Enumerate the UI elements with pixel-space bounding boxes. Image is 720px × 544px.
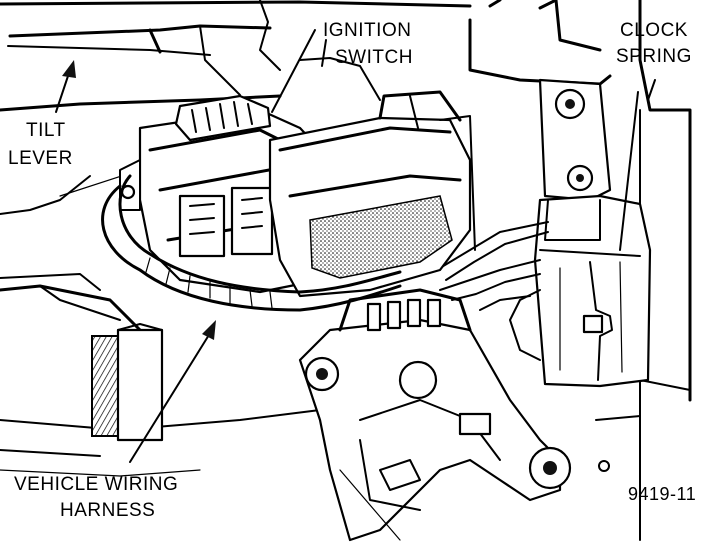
figure-number: 9419-11: [628, 484, 696, 504]
ignition-switch-leader-tick: [321, 39, 327, 67]
clock-spring-leader: [619, 91, 639, 251]
column-drum: [268, 90, 476, 298]
ignition-switch-leader: [271, 29, 316, 113]
tilt-lever-leader: [55, 69, 71, 113]
dashboard-outline: [0, 0, 472, 291]
column-bracket: [468, 0, 692, 541]
tilt-lever-arrowhead: [62, 60, 76, 78]
ignition-switch-label-line2: SWITCH: [335, 47, 413, 68]
callout-labels: IGNITION SWITCH CLOCK SPRING TILT LEVER …: [8, 20, 696, 521]
clock-spring-label-line1: CLOCK: [620, 20, 688, 41]
tilt-lever-label-line2: LEVER: [8, 148, 73, 169]
clock-spring-label-line2: SPRING: [616, 46, 692, 67]
harness-label-line1: VEHICLE WIRING: [14, 474, 178, 495]
lower-shroud: [0, 284, 321, 477]
ignition-switch-label-line1: IGNITION: [323, 20, 411, 41]
harness-leader: [129, 329, 213, 463]
wire-bundle: [439, 221, 549, 361]
leader-lines: [55, 29, 639, 463]
harness-arrowhead: [202, 320, 216, 340]
tilt-lever-label-line1: TILT: [26, 120, 66, 141]
harness-label-line2: HARNESS: [60, 500, 155, 521]
clock-spring-connector: [533, 194, 652, 388]
harness-sleeve: [101, 174, 402, 312]
column-mount-plate: [298, 288, 572, 542]
